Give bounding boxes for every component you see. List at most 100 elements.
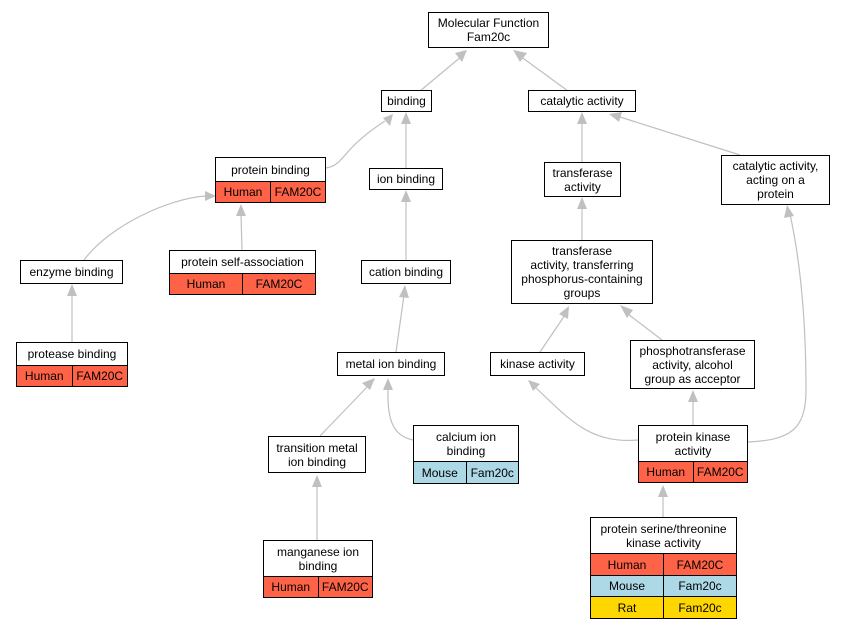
edge-self-association-to-protein-binding — [240, 213, 243, 251]
node-enzyme-binding[interactable]: enzyme binding — [20, 260, 123, 284]
gene-cell: Fam20c — [663, 576, 736, 596]
gene-cell: Fam20c — [465, 462, 518, 483]
node-phosphotransferase-alcohol[interactable]: phosphotransferase activity, alcohol gro… — [630, 340, 755, 389]
species-cell: Human — [264, 577, 318, 597]
species-cell: Mouse — [591, 576, 663, 596]
edge-arrowhead — [559, 306, 569, 319]
node-calcium-ion-binding[interactable]: calcium ion binding Mouse Fam20c — [413, 425, 519, 484]
annotation-row: Mouse Fam20c — [414, 461, 518, 483]
edge-protein-kinase-to-catalytic-protein — [747, 213, 807, 443]
edge-arrowhead — [401, 112, 411, 124]
edge-arrowhead — [67, 284, 77, 296]
annotation-row: Rat Fam20c — [591, 596, 736, 618]
edge-arrowhead — [609, 112, 622, 122]
edge-transition-metal-to-metal — [319, 385, 369, 437]
node-label: enzyme binding — [29, 265, 114, 279]
annotation-row: Mouse Fam20c — [591, 575, 736, 596]
species-cell: Rat — [591, 597, 663, 618]
edge-arrowhead — [528, 380, 540, 391]
annotation-row: Human FAM20C — [170, 273, 315, 294]
node-manganese-ion-binding[interactable]: manganese ion binding Human FAM20C — [263, 540, 373, 598]
species-cell: Human — [216, 182, 270, 202]
node-ion-binding[interactable]: ion binding — [369, 168, 443, 190]
node-label: protease binding — [27, 347, 117, 361]
gene-cell: FAM20C — [270, 182, 325, 202]
gene-cell: FAM20C — [692, 462, 747, 482]
edge-arrowhead — [236, 204, 246, 216]
node-molecular-function[interactable]: Molecular Function Fam20c — [428, 12, 549, 48]
edge-arrowhead — [205, 191, 216, 201]
edge-arrowhead — [455, 50, 467, 62]
node-protein-kinase-activity[interactable]: protein kinase activity Human FAM20C — [638, 425, 748, 483]
edge-arrowhead — [513, 50, 527, 62]
node-metal-ion-binding[interactable]: metal ion binding — [337, 352, 445, 376]
gene-cell: FAM20C — [71, 366, 127, 386]
edge-phosphotransferase-to-transferase-phosphorus — [627, 313, 663, 341]
species-cell: Mouse — [414, 462, 466, 483]
annotation-row: Human FAM20C — [216, 181, 325, 202]
node-label: protein serine/threonine kinase activity — [600, 521, 727, 550]
node-label: manganese ion binding — [276, 544, 360, 573]
node-protease-binding[interactable]: protease binding Human FAM20C — [16, 342, 128, 387]
node-label: transition metal ion binding — [276, 440, 358, 469]
edge-enzyme-binding-to-protein-binding — [83, 195, 207, 261]
annotation-row: Human FAM20C — [639, 461, 747, 482]
gene-cell: Fam20c — [663, 597, 736, 618]
annotation-row: Human FAM20C — [264, 576, 372, 597]
edge-arrowhead — [362, 378, 375, 390]
edge-binding-to-molecular-function — [419, 55, 463, 92]
edge-arrowhead — [784, 205, 794, 218]
node-catalytic-activity-protein[interactable]: catalytic activity, acting on a protein — [721, 155, 830, 205]
edge-calcium-to-metal — [387, 387, 414, 441]
node-label: transferase activity, transferring phosp… — [521, 244, 643, 300]
species-cell: Human — [17, 366, 72, 386]
node-protein-binding[interactable]: protein binding Human FAM20C — [215, 157, 326, 203]
edge-arrowhead — [401, 190, 411, 202]
node-protein-self-association[interactable]: protein self-association Human FAM20C — [169, 250, 316, 295]
edge-protein-kinase-to-kinase — [534, 386, 639, 442]
node-cation-binding[interactable]: cation binding — [361, 260, 451, 284]
edge-arrowhead — [577, 197, 587, 209]
node-binding[interactable]: binding — [381, 90, 432, 112]
node-label: binding — [387, 94, 426, 108]
species-cell: Human — [170, 274, 242, 294]
node-kinase-activity[interactable]: kinase activity — [490, 352, 585, 376]
edge-arrowhead — [658, 485, 668, 497]
annotation-row: Human FAM20C — [591, 553, 736, 575]
node-label: catalytic activity — [540, 94, 624, 108]
edge-protein-binding-to-binding — [325, 120, 386, 169]
node-transferase-phosphorus[interactable]: transferase activity, transferring phosp… — [511, 240, 653, 304]
edge-arrowhead — [399, 285, 409, 298]
gene-cell: FAM20C — [663, 554, 736, 575]
node-label: protein kinase activity — [655, 429, 731, 458]
node-label: protein binding — [231, 162, 310, 177]
annotation-row: Human FAM20C — [17, 365, 127, 386]
edge-metal-to-cation — [395, 294, 405, 353]
gene-cell: FAM20C — [317, 577, 372, 597]
species-cell: Human — [639, 462, 693, 482]
node-label: catalytic activity, acting on a protein — [732, 159, 819, 201]
edge-catalytic-to-molecular-function — [519, 55, 569, 92]
node-transferase-activity[interactable]: transferase activity — [544, 162, 621, 197]
node-protein-ser-thr-kinase[interactable]: protein serine/threonine kinase activity… — [590, 517, 737, 619]
gene-cell: FAM20C — [242, 274, 315, 294]
node-catalytic-activity[interactable]: catalytic activity — [528, 90, 636, 112]
node-label: transferase activity — [552, 165, 613, 194]
node-label: phosphotransferase activity, alcohol gro… — [639, 343, 746, 386]
edge-arrowhead — [620, 305, 633, 318]
edge-arrowhead — [312, 475, 322, 487]
edge-kinase-to-transferase-phosphorus — [539, 314, 566, 353]
edge-arrowhead — [577, 112, 587, 124]
species-cell: Human — [591, 554, 663, 575]
node-label: protein self-association — [181, 255, 304, 269]
edge-catalytic-protein-to-catalytic — [619, 116, 741, 156]
edge-arrowhead — [383, 378, 393, 390]
node-label: kinase activity — [500, 357, 575, 371]
edge-arrowhead — [688, 390, 698, 402]
edge-arrowhead — [383, 114, 393, 126]
node-label: metal ion binding — [345, 357, 437, 371]
node-label: calcium ion binding — [435, 429, 497, 458]
node-transition-metal-ion-binding[interactable]: transition metal ion binding — [268, 436, 366, 473]
node-label: cation binding — [368, 265, 444, 279]
